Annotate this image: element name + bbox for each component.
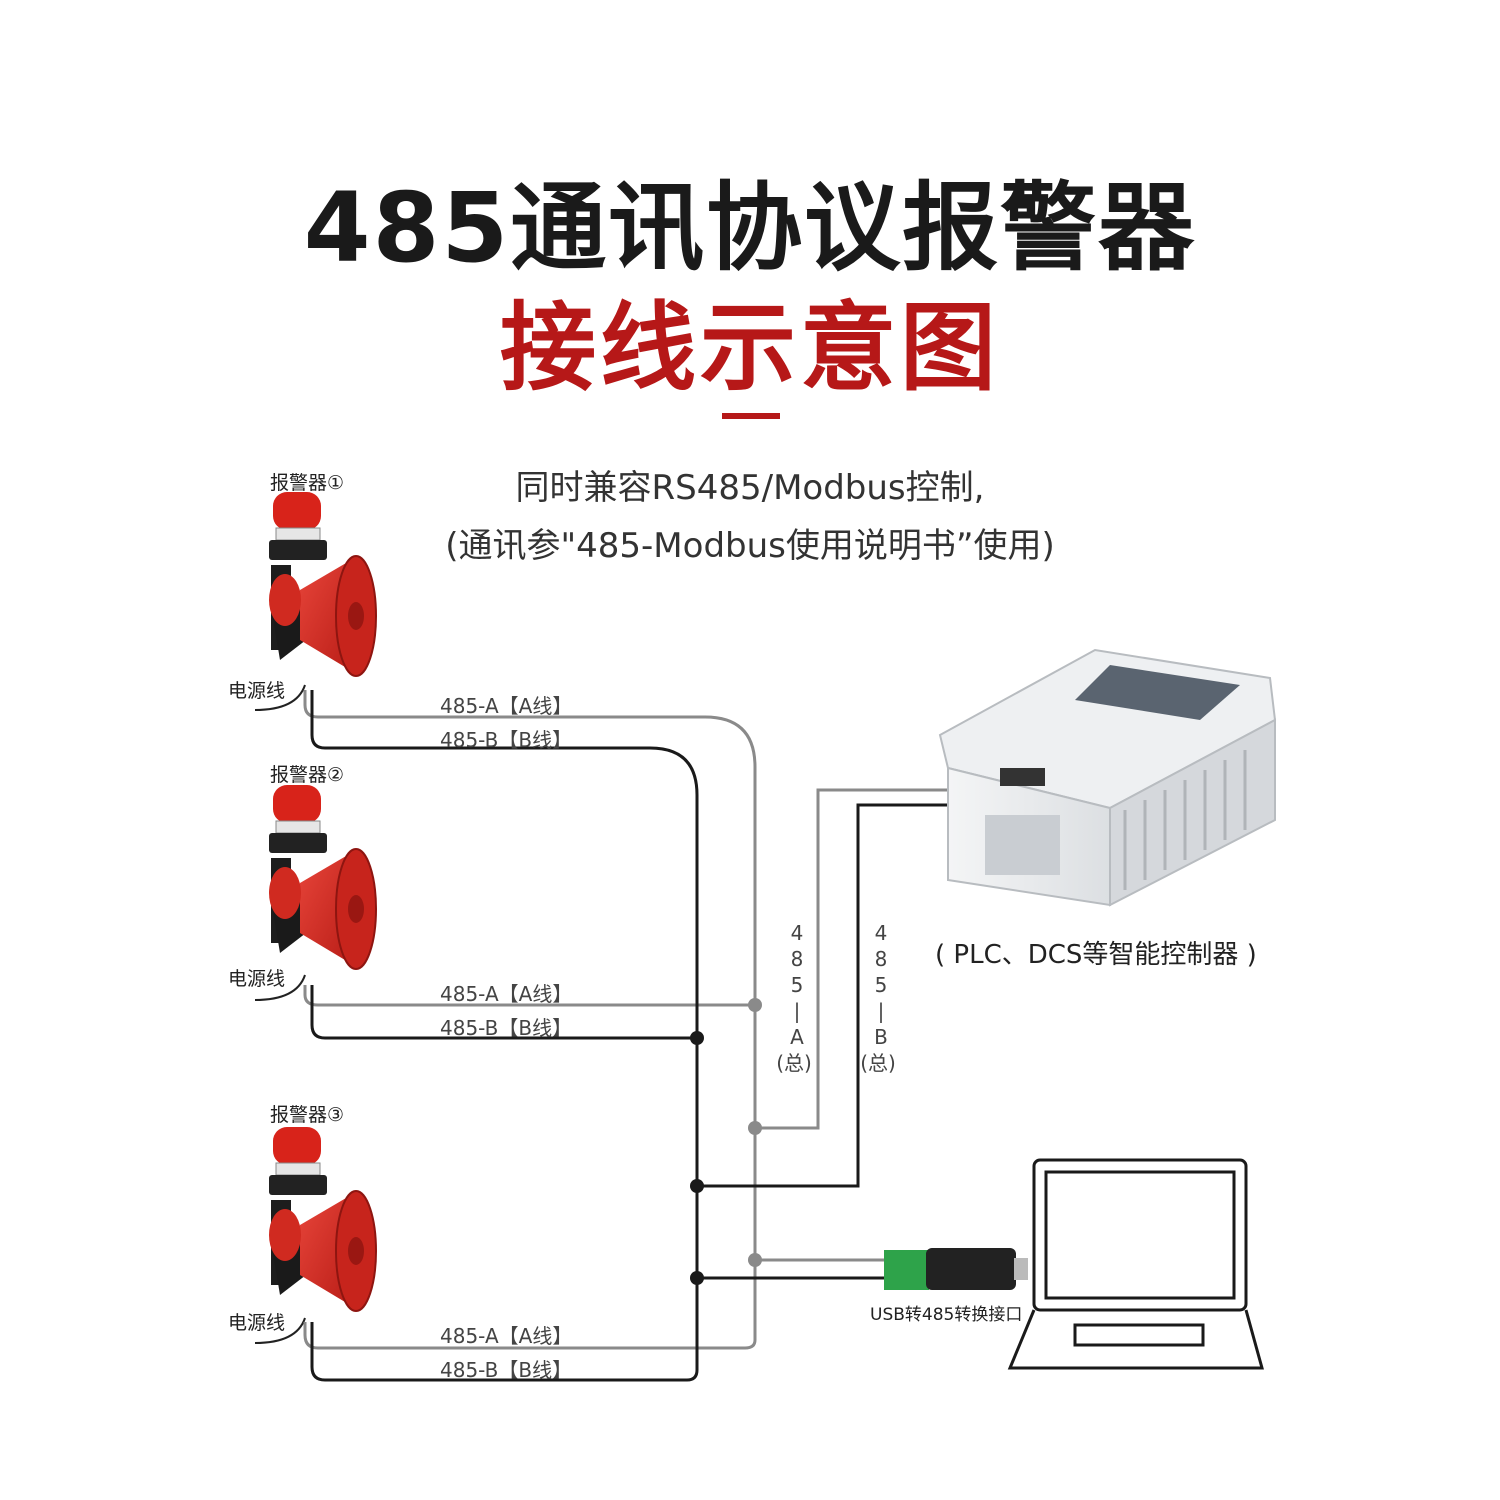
alarm-1-label: 报警器① [270, 472, 345, 494]
usb-converter-label: USB转485转换接口 [870, 1305, 1023, 1325]
alarm-3-label: 报警器③ [270, 1104, 345, 1126]
junction-dots [690, 998, 762, 1285]
alarm-1-wire-a: 485-A【A线】 [440, 694, 573, 718]
plc-label: ( PLC、DCS等智能控制器 ) [935, 940, 1257, 970]
laptop-icon [1007, 1158, 1264, 1370]
alarm-device-2 [269, 785, 377, 970]
power-label-2: 电源线 [228, 968, 286, 990]
alarm-2-wire-b: 485-B【B线】 [440, 1016, 573, 1040]
alarm-device-1 [269, 492, 377, 677]
plc-controller [938, 648, 1277, 907]
compat-note: 同时兼容RS485/Modbus控制, [515, 468, 985, 508]
power-cables [254, 684, 306, 1344]
usb-485-converter [884, 1248, 1028, 1290]
alarm-1-wire-b: 485-B【B线】 [440, 728, 573, 752]
power-label-3: 电源线 [228, 1312, 286, 1334]
manual-note: (通讯参"485-Modbus使用说明书”使用) [445, 526, 1055, 566]
sub-title: 接线示意图 [500, 292, 1000, 404]
alarm-2-wire-a: 485-A【A线】 [440, 982, 573, 1006]
main-title: 485通讯协议报警器 [303, 172, 1197, 284]
alarm-2-label: 报警器② [270, 764, 345, 786]
a-lines [303, 690, 948, 1350]
title-divider [722, 413, 780, 419]
alarm-3-wire-a: 485-A【A线】 [440, 1324, 573, 1348]
alarm-3-wire-b: 485-B【B线】 [440, 1358, 573, 1382]
b-lines [310, 690, 948, 1382]
power-label-1: 电源线 [228, 680, 286, 702]
alarm-device-3 [269, 1127, 377, 1312]
